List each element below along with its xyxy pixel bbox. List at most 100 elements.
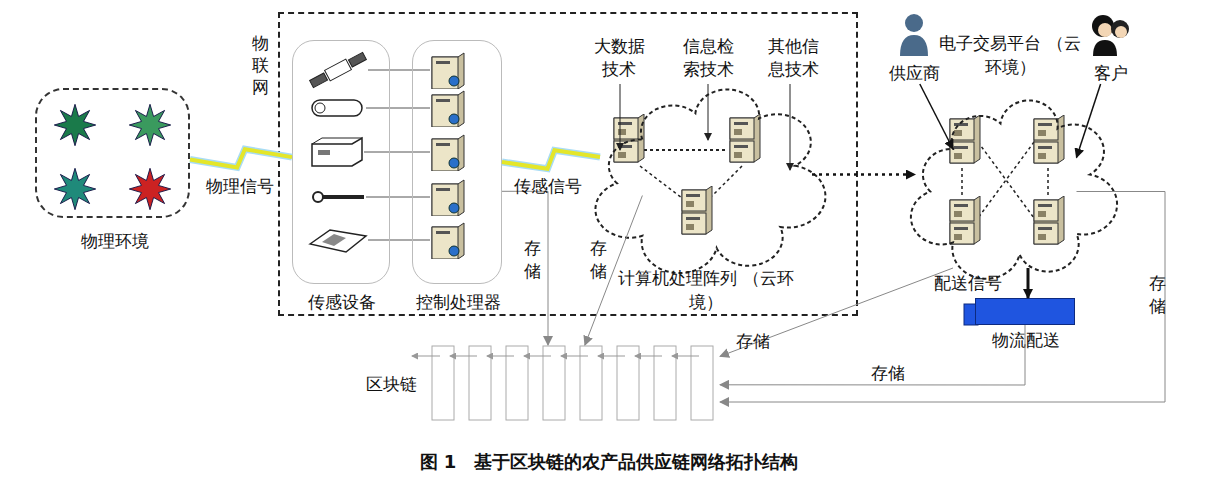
- satellite-body: [325, 59, 352, 81]
- node-text: 电子交易平台 （云环境）: [935, 32, 1085, 80]
- diagram-node: 物联网传感设备控制处理器计算机处理阵列 （云环境）: [278, 12, 858, 316]
- chain-link: [561, 356, 588, 357]
- network-link: [640, 166, 682, 198]
- node-text: 传感设备: [283, 291, 401, 315]
- node-text: 控制处理器: [398, 291, 518, 315]
- connector: [502, 191, 548, 345]
- server-icon: [614, 114, 644, 162]
- node-text: 物联网: [250, 32, 270, 98]
- chain-link: [672, 356, 699, 357]
- server-icon: [1034, 196, 1064, 244]
- sensor-lens: [315, 103, 325, 113]
- server-icon: [730, 114, 760, 162]
- connector: [585, 196, 643, 346]
- network-link: [978, 142, 1034, 218]
- tech-label: 信息检 索技术: [677, 35, 739, 81]
- node-text: 供应商: [885, 62, 943, 86]
- plant-icon: [54, 168, 95, 209]
- chain-link: [450, 356, 477, 357]
- block: [654, 346, 676, 420]
- tech-label: 大数据 技术: [588, 35, 650, 81]
- cylinder-sensor: [312, 100, 362, 116]
- person-body: [900, 35, 928, 56]
- box-edge: [312, 138, 322, 144]
- network-link: [961, 168, 963, 196]
- diagram-node: 传感设备: [292, 40, 390, 284]
- wire: [366, 108, 430, 109]
- signal-glow: [190, 149, 292, 167]
- chain-link: [487, 356, 514, 357]
- cloud-path: [595, 89, 825, 273]
- leader-arrow: [790, 84, 791, 170]
- person-hair: [1111, 20, 1129, 38]
- person-hair: [1092, 15, 1114, 37]
- chain-link: [635, 356, 662, 357]
- block: [691, 346, 713, 420]
- flat-sensor: [310, 230, 366, 252]
- box-detail: [318, 150, 330, 155]
- diagram-node: 物流配送: [975, 298, 1075, 325]
- person-face: [1115, 26, 1127, 38]
- wire: [368, 240, 430, 241]
- edge-label: 存储: [1147, 272, 1167, 318]
- network-link: [1047, 168, 1049, 196]
- chain-link: [598, 356, 625, 357]
- block: [543, 346, 565, 420]
- connector: [720, 192, 1165, 403]
- signal-bolt: [190, 149, 292, 167]
- person-face: [1098, 23, 1112, 37]
- tech-label: 其他信 息技术: [762, 35, 824, 81]
- processor-icon: [432, 91, 464, 127]
- edge-label: 存储: [868, 362, 908, 385]
- cloud-path: [911, 100, 1117, 278]
- satellite-icon: [309, 51, 368, 90]
- block: [469, 346, 491, 420]
- processor-icon: [432, 53, 464, 89]
- edge-label: 配送信号: [928, 272, 1008, 295]
- processor-icon: [432, 135, 464, 171]
- plant-icon: [54, 104, 95, 145]
- box-edge: [322, 138, 362, 139]
- edge-label: 存储: [733, 330, 773, 353]
- processor-icon: [432, 180, 464, 216]
- processor-icon: [432, 223, 464, 259]
- figure-caption: 图 1 基于区块链的农产品供应链网络拓扑结构: [0, 450, 1218, 474]
- node-text: 计算机处理阵列 （云环境）: [616, 267, 796, 315]
- wire: [368, 70, 430, 71]
- connector: [812, 173, 915, 176]
- server-icon: [950, 196, 980, 244]
- leader-arrow: [708, 84, 709, 140]
- diagram-node: 电子交易平台 （云环境）: [915, 98, 1105, 268]
- signal-bolt: [502, 150, 600, 168]
- person-head: [905, 14, 923, 32]
- connector: [1027, 268, 1030, 298]
- diagram-node: 客户: [1085, 12, 1137, 84]
- connector: [720, 268, 953, 356]
- cloud-outline: [600, 87, 812, 262]
- edge-label: 传感信号: [503, 175, 593, 198]
- diagram-node: 区块链: [430, 345, 720, 420]
- connector: [1077, 84, 1101, 158]
- flat-detail: [322, 234, 346, 246]
- network-link: [712, 166, 742, 196]
- solar-panel: [348, 52, 366, 67]
- node-text: 区块链: [360, 373, 422, 397]
- block: [580, 346, 602, 420]
- network-link: [978, 142, 1034, 218]
- probe-sensor: [322, 195, 364, 199]
- person-body: [1093, 40, 1117, 56]
- block: [432, 346, 454, 420]
- chain-link: [412, 356, 440, 357]
- chain-link: [524, 356, 551, 357]
- signal-glow: [502, 150, 600, 168]
- server-icon: [950, 115, 980, 163]
- diagram-node: 计算机处理阵列 （云环境）: [600, 87, 812, 262]
- cloud-outline: [915, 98, 1105, 268]
- plant-icon: [129, 168, 170, 209]
- leader-arrow: [620, 84, 621, 150]
- server-icon: [682, 186, 712, 234]
- node-text: 物流配送: [966, 329, 1086, 353]
- node-text: 物理环境: [37, 230, 192, 254]
- wire: [364, 152, 430, 153]
- block: [617, 346, 639, 420]
